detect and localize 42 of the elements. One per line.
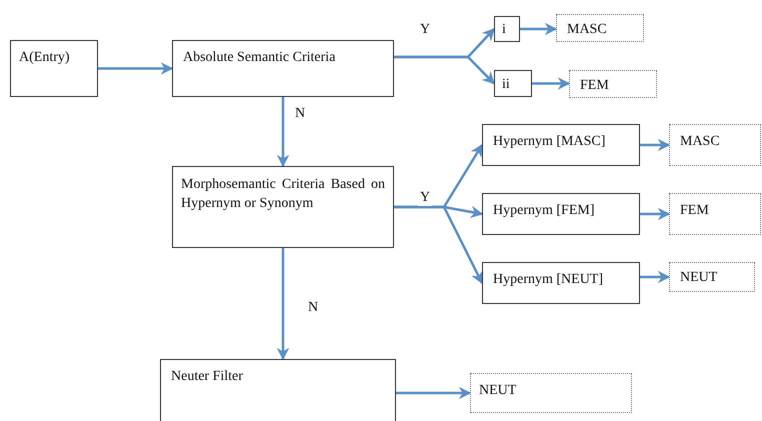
node-text: Morphosemantic Criteria Based on Hypernym or Synonym: [181, 176, 385, 213]
arrow: [394, 206, 484, 284]
arrow: [520, 22, 558, 36]
node-text: ii: [502, 76, 511, 94]
process-box: [482, 193, 640, 235]
output-box: [669, 262, 755, 292]
node-text: NEUT: [479, 382, 518, 400]
node-text: MASC: [567, 21, 608, 39]
arrow: [640, 208, 670, 220]
process-box: [160, 359, 396, 421]
arrow: [394, 56, 495, 84]
arrow: [640, 138, 670, 152]
process-box: [172, 40, 394, 97]
node-text: A(Entry): [19, 49, 71, 67]
arrow: [396, 386, 472, 400]
node-text: Hypernym [FEM]: [493, 202, 596, 220]
edge-label: Y: [418, 190, 432, 206]
output-box: [669, 124, 761, 166]
process-box: [494, 16, 520, 42]
node-text: NEUT: [680, 269, 718, 287]
process-box: [10, 40, 98, 97]
arrow: [98, 62, 174, 75]
arrow: [276, 97, 290, 168]
output-box: [556, 14, 644, 42]
process-box: [482, 124, 640, 166]
process-box: [172, 166, 394, 248]
node-text: Hypernym [MASC]: [493, 133, 606, 151]
node-text: FEM: [580, 77, 610, 95]
node-text: Absolute Semantic Criteria: [183, 49, 336, 67]
node-text: Neuter Filter: [171, 368, 244, 386]
node-text: i: [502, 21, 507, 39]
output-box: [669, 193, 761, 235]
arrow: [640, 270, 670, 284]
node-text: Hypernym [NEUT]: [493, 271, 604, 289]
output-box: [470, 373, 632, 413]
process-box: [482, 262, 640, 304]
arrow: [276, 248, 290, 360]
process-box: [494, 70, 532, 97]
node-text: MASC: [680, 133, 721, 151]
output-box: [569, 70, 657, 98]
arrow: [532, 77, 570, 90]
node-text: FEM: [680, 202, 710, 220]
